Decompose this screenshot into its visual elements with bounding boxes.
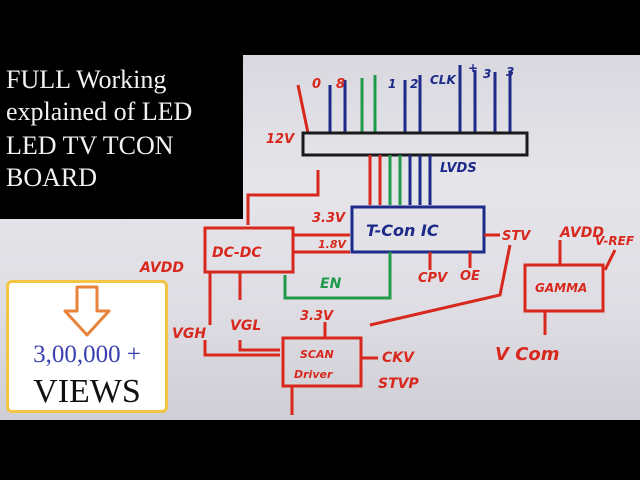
label-12v: 12V	[266, 132, 295, 147]
label-top-3a: 3	[483, 67, 491, 81]
gamma-box	[523, 263, 605, 313]
tcon-box	[350, 205, 486, 254]
label-gamma: GAMMA	[535, 281, 587, 295]
label-scan: SCAN	[300, 348, 334, 361]
label-driver: Driver	[294, 368, 333, 381]
label-avdd-left: AVDD	[139, 260, 184, 276]
label-vgl: VGL	[230, 318, 261, 334]
connector-bar	[301, 131, 529, 157]
label-dcdc: DC-DC	[212, 245, 262, 261]
label-stv: STV	[502, 229, 531, 244]
label-avdd-right: AVDD	[559, 225, 604, 241]
scan-driver-box	[281, 336, 363, 388]
views-badge: 3,00,000 + VIEWS	[6, 280, 168, 413]
dcdc-box	[203, 226, 295, 274]
connector-lines	[328, 65, 512, 133]
label-lvds: LVDS	[440, 161, 477, 176]
arrow-down-icon	[63, 285, 111, 337]
label-ckv: CKV	[382, 350, 415, 366]
label-en: EN	[320, 276, 342, 292]
label-3v3-b: 3.3V	[300, 309, 334, 324]
label-vgh: VGH	[172, 326, 206, 342]
title-line-1: FULL Working	[6, 65, 167, 94]
label-3v3-a: 3.3V	[312, 211, 346, 226]
connector-to-tcon	[368, 155, 432, 205]
label-vref: V-REF	[595, 234, 635, 248]
label-top-plus: +	[468, 61, 478, 75]
title-line-2: explained of LED	[6, 97, 193, 126]
title-line-3: LED TV TCON	[6, 131, 174, 160]
power-path	[246, 170, 320, 225]
views-count: 3,00,000 +	[33, 341, 141, 368]
label-vcom: V Com	[495, 344, 560, 365]
en-path	[283, 252, 392, 300]
label-top-0: 0	[312, 77, 321, 92]
title-line-4: BOARD	[6, 163, 98, 192]
12v-line	[296, 84, 310, 134]
title-overlay: FULL Working explained of LED LED TV TCO…	[0, 55, 243, 219]
label-oe: OE	[460, 269, 480, 284]
label-tcon-ic: T-Con IC	[366, 221, 439, 240]
label-stvp: STVP	[378, 376, 419, 392]
label-top-3b: 3	[506, 65, 514, 79]
label-top-clk: CLK	[430, 73, 457, 87]
label-top-2: 2	[410, 77, 418, 91]
views-label: VIEWS	[33, 373, 141, 410]
tcon-diagram: 0 8 1 2 CLK + 3 3 LVDS T-Con IC 12V DC-D…	[139, 61, 635, 415]
label-1v8: 1.8V	[318, 238, 347, 251]
label-top-1: 1	[388, 77, 396, 91]
label-cpv: CPV	[418, 271, 448, 286]
label-top-8: 8	[336, 77, 345, 92]
